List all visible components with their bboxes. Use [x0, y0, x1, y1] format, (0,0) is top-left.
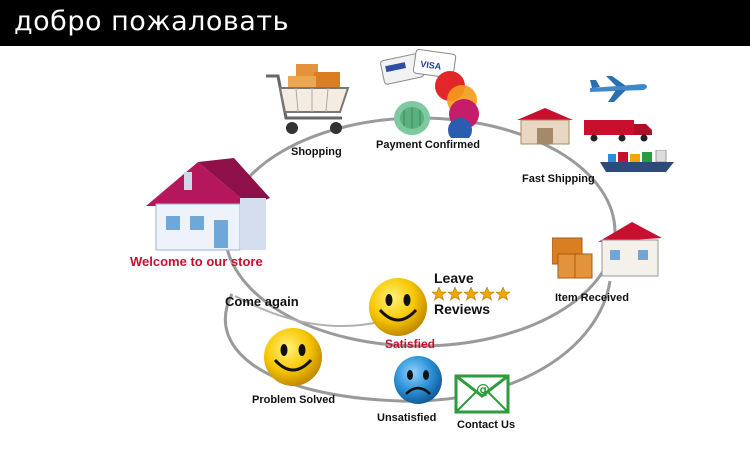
airplane-icon	[590, 76, 647, 102]
payment-label: Payment Confirmed	[376, 139, 480, 151]
star-rating-icon	[432, 287, 510, 301]
reviews-label: Reviews	[434, 301, 491, 317]
leave-label: Leave	[434, 270, 474, 286]
happy-face-icon	[369, 278, 427, 336]
coins-icon	[394, 101, 430, 135]
unsatisfied-label: Unsatisfied	[377, 412, 437, 424]
warehouse-icon	[517, 108, 573, 145]
house-icon	[146, 158, 270, 251]
header-banner: добро пожаловать	[0, 0, 750, 46]
visa-text: VISA	[420, 59, 443, 72]
shopping-label: Shopping	[291, 146, 342, 158]
contact-label: Contact Us	[457, 419, 516, 431]
svg-text:@: @	[476, 382, 490, 398]
come-again-label: Come again	[225, 294, 299, 309]
page-title: добро пожаловать	[14, 6, 289, 37]
mail-icon: @	[454, 374, 510, 414]
received-label: Item Received	[555, 292, 629, 304]
truck-icon	[584, 120, 652, 142]
boxes-house-icon	[552, 222, 662, 279]
customer-journey-diagram: Welcome to our store Shopping VISA Payme…	[0, 46, 750, 450]
satisfied-label: Satisfied	[385, 337, 436, 351]
welcome-label: Welcome to our store	[130, 254, 263, 269]
shopping-cart-icon	[266, 64, 350, 134]
credit-cards-icon: VISA	[380, 48, 479, 138]
sad-face-icon	[394, 356, 442, 404]
happy-face-icon	[264, 328, 322, 386]
problem-solved-label: Problem Solved	[252, 394, 336, 406]
cargo-ship-icon	[600, 150, 674, 172]
shipping-label: Fast Shipping	[522, 173, 595, 185]
